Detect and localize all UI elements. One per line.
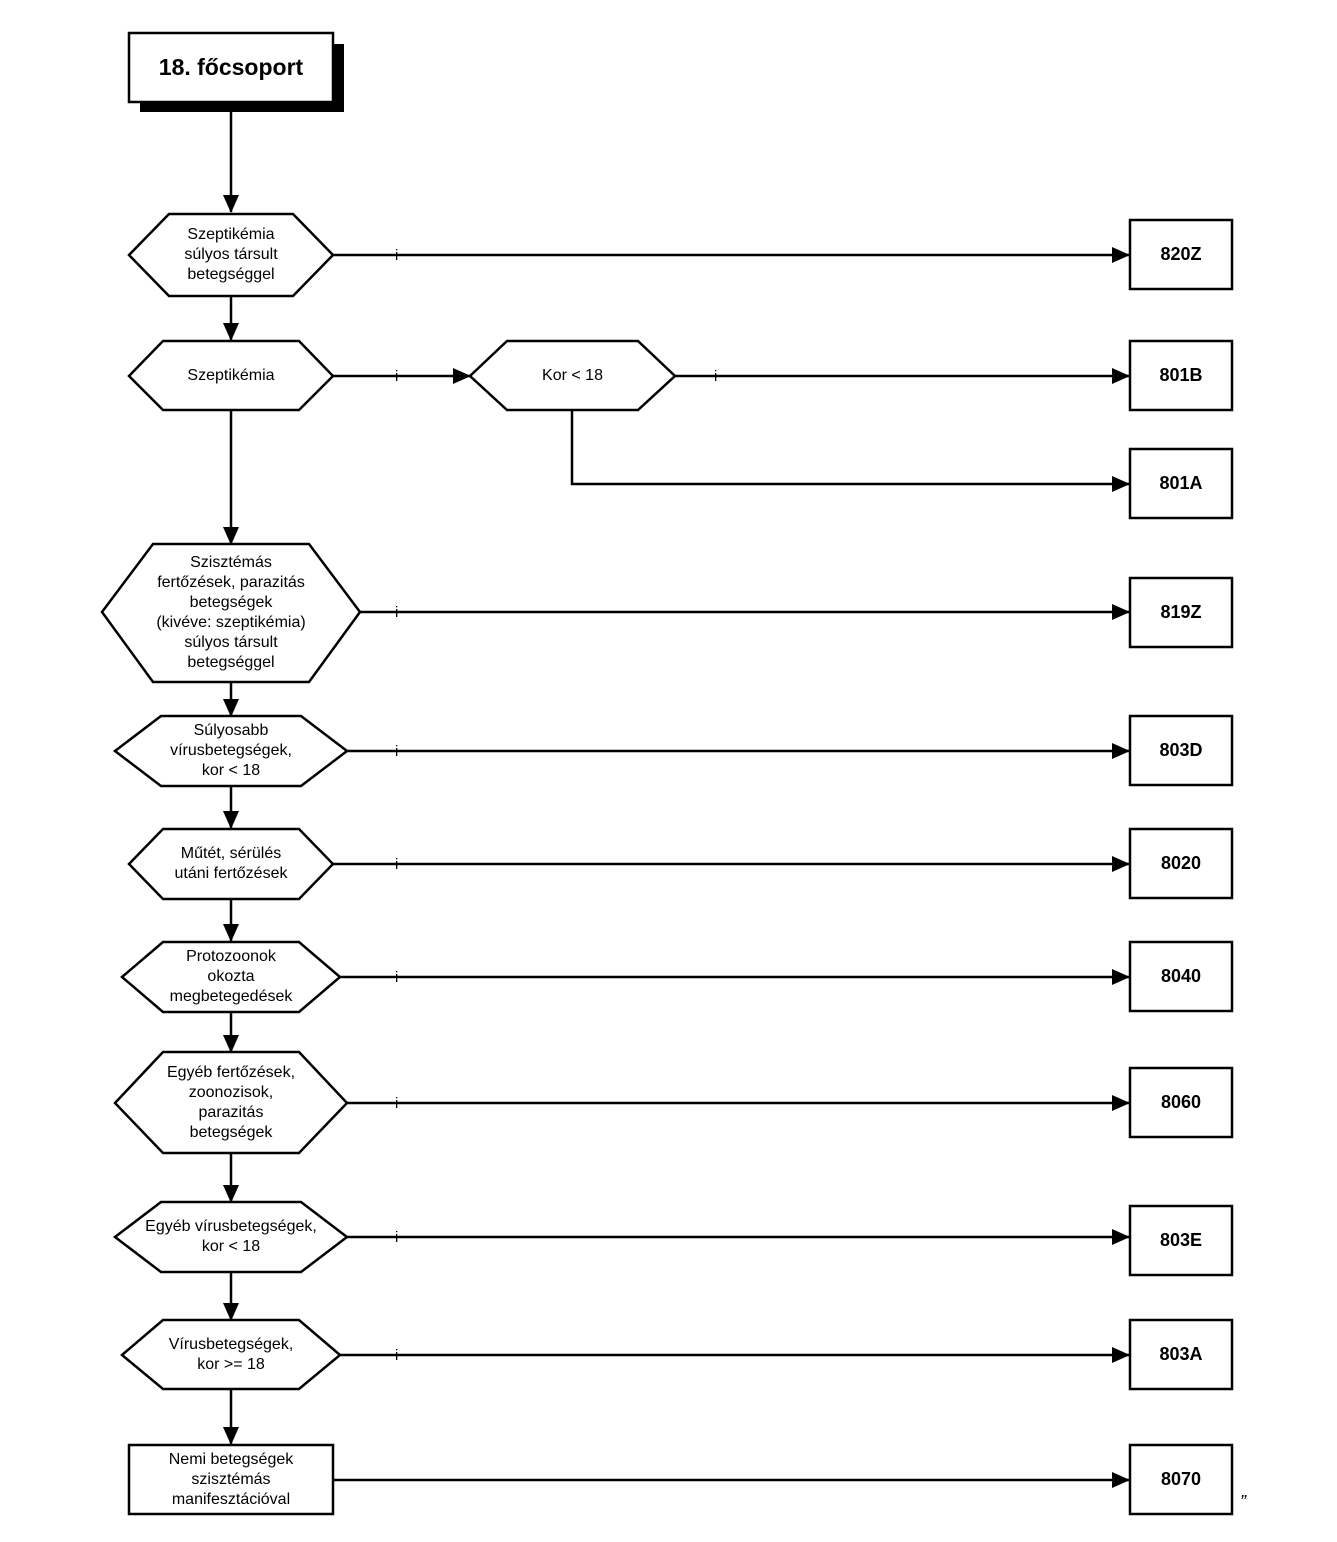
decision-label-1: Szeptikémia súlyos társult betegséggel — [184, 226, 278, 283]
code-box-803D — [1128, 714, 1234, 787]
decision-hexagon-2 — [127, 339, 335, 412]
code-box-8020 — [1128, 827, 1234, 900]
decision-hexagon-7 — [113, 1050, 349, 1155]
arrow-kor-801A — [570, 410, 1130, 492]
yes-label-9: i — [395, 1347, 399, 1364]
yes-label-7: i — [395, 1095, 399, 1112]
decision-label-5: Műtét, sérülés utáni fertőzések — [174, 845, 288, 882]
code-box-803E — [1128, 1204, 1234, 1277]
decision-hexagon-age — [468, 339, 677, 412]
decision-label-4: Súlyosabb vírusbetegségek, kor < 18 — [170, 722, 292, 779]
decision-hexagon-3 — [100, 542, 362, 684]
trailing-quote-mark: ” — [1240, 1492, 1246, 1512]
title-box — [127, 31, 335, 104]
yes-label-4: i — [395, 743, 399, 760]
decision-label-2: Szeptikémia — [187, 366, 275, 384]
yes-label-6: i — [395, 969, 399, 986]
code-label-8040: 8040 — [1160, 966, 1202, 986]
decision-hexagon-8 — [112, 1200, 350, 1274]
decision-box-10 — [127, 1443, 335, 1516]
decision-label-3: Szisztémás fertőzések, parazitás betegsé… — [156, 554, 306, 671]
code-label-8070: 8070 — [1160, 1469, 1202, 1489]
yes-label-age: i — [714, 368, 718, 385]
code-box-8040 — [1128, 940, 1234, 1013]
code-label-820Z: 820Z — [1160, 244, 1202, 264]
code-label-8020: 8020 — [1160, 853, 1202, 873]
code-box-801A — [1128, 447, 1234, 520]
decision-hexagon-6 — [120, 940, 342, 1014]
decision-hexagon-5 — [127, 827, 335, 901]
code-label-801A: 801A — [1159, 473, 1203, 493]
code-box-803A — [1128, 1318, 1234, 1391]
code-label-803D: 803D — [1159, 740, 1203, 760]
yes-label-5: i — [395, 856, 399, 873]
decision-label-age: Kor < 18 — [542, 366, 603, 384]
code-box-801B — [1128, 339, 1234, 412]
decision-label-7: Egyéb fertőzések, zoonozisok, parazitás … — [166, 1063, 296, 1141]
code-label-801B: 801B — [1159, 365, 1203, 385]
code-box-8060 — [1128, 1066, 1234, 1139]
decision-label-9: Vírusbetegségek, kor >= 18 — [168, 1335, 294, 1373]
code-label-803E: 803E — [1159, 1230, 1203, 1250]
code-box-8070 — [1128, 1443, 1234, 1516]
code-label-8060: 8060 — [1160, 1092, 1202, 1112]
decision-label-8: Egyéb vírusbetegségek, kor < 18 — [145, 1218, 317, 1255]
decision-label-6: Protozoonok okozta megbetegedések — [169, 948, 293, 1005]
code-label-803A: 803A — [1159, 1344, 1203, 1364]
decision-hexagon-4 — [112, 714, 350, 788]
code-box-820Z — [1128, 218, 1234, 291]
title-label: 18. főcsoport — [158, 54, 304, 80]
decision-hexagon-1 — [127, 212, 335, 298]
yes-label-8: i — [395, 1229, 399, 1246]
decision-hexagon-9 — [120, 1318, 342, 1391]
yes-label-2: i — [395, 368, 399, 385]
decision-label-10: Nemi betegségek szisztémás manifesztáció… — [168, 1450, 294, 1508]
yes-label-1: i — [395, 247, 399, 264]
code-box-819Z — [1128, 576, 1234, 649]
yes-label-3: i — [395, 604, 399, 621]
code-label-819Z: 819Z — [1160, 602, 1202, 622]
